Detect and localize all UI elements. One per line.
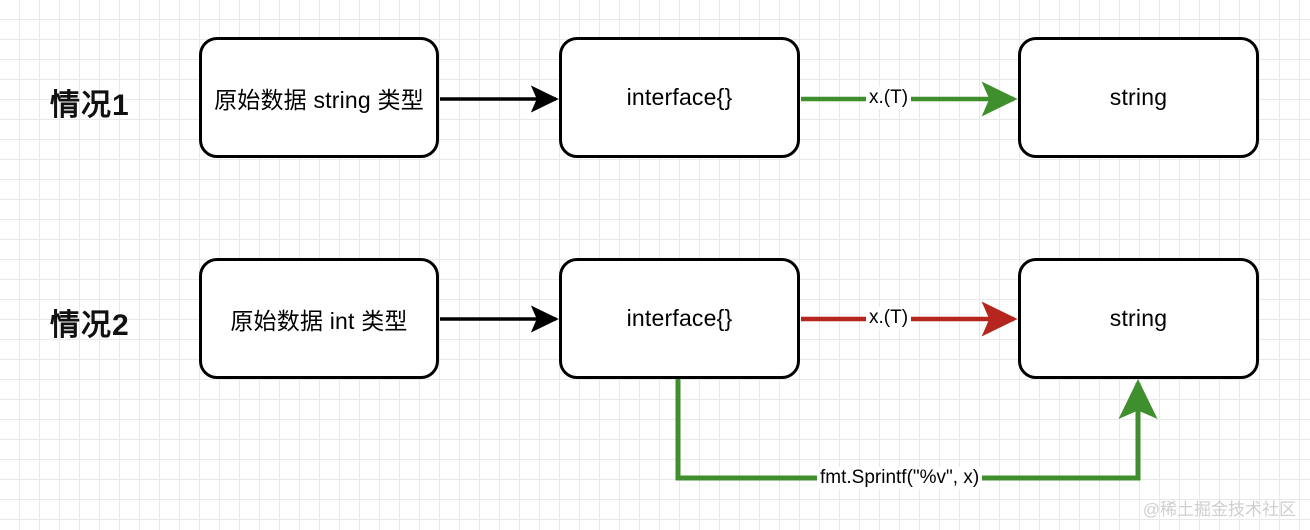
edge-label-fallback-sprintf: fmt.Sprintf("%v", x) <box>817 467 983 489</box>
watermark: @稀土掘金技术社区 <box>1142 500 1296 519</box>
node-row2-interface-label: interface{} <box>626 305 733 331</box>
node-row2-target-label: string <box>1109 305 1168 331</box>
case-label-row2: 情况2 <box>50 309 130 342</box>
edge-fallback-sprintf <box>675 378 1158 481</box>
edge-label-row1-assertion: x.(T) <box>866 87 912 109</box>
node-row2-target: string <box>1018 258 1259 379</box>
case-label-row1: 情况1 <box>50 89 130 122</box>
node-row1-interface: interface{} <box>559 37 800 158</box>
node-row2-interface: interface{} <box>559 258 800 379</box>
node-row1-interface-label: interface{} <box>626 84 733 110</box>
node-row2-source-label: 原始数据 int 类型 <box>230 307 408 334</box>
node-row2-source: 原始数据 int 类型 <box>199 258 439 379</box>
node-row1-target-label: string <box>1109 84 1168 110</box>
edge-label-row2-assertion: x.(T) <box>866 307 912 329</box>
node-row1-target: string <box>1018 37 1259 158</box>
node-row1-source-label: 原始数据 string 类型 <box>214 86 424 113</box>
node-row1-source: 原始数据 string 类型 <box>199 37 439 158</box>
